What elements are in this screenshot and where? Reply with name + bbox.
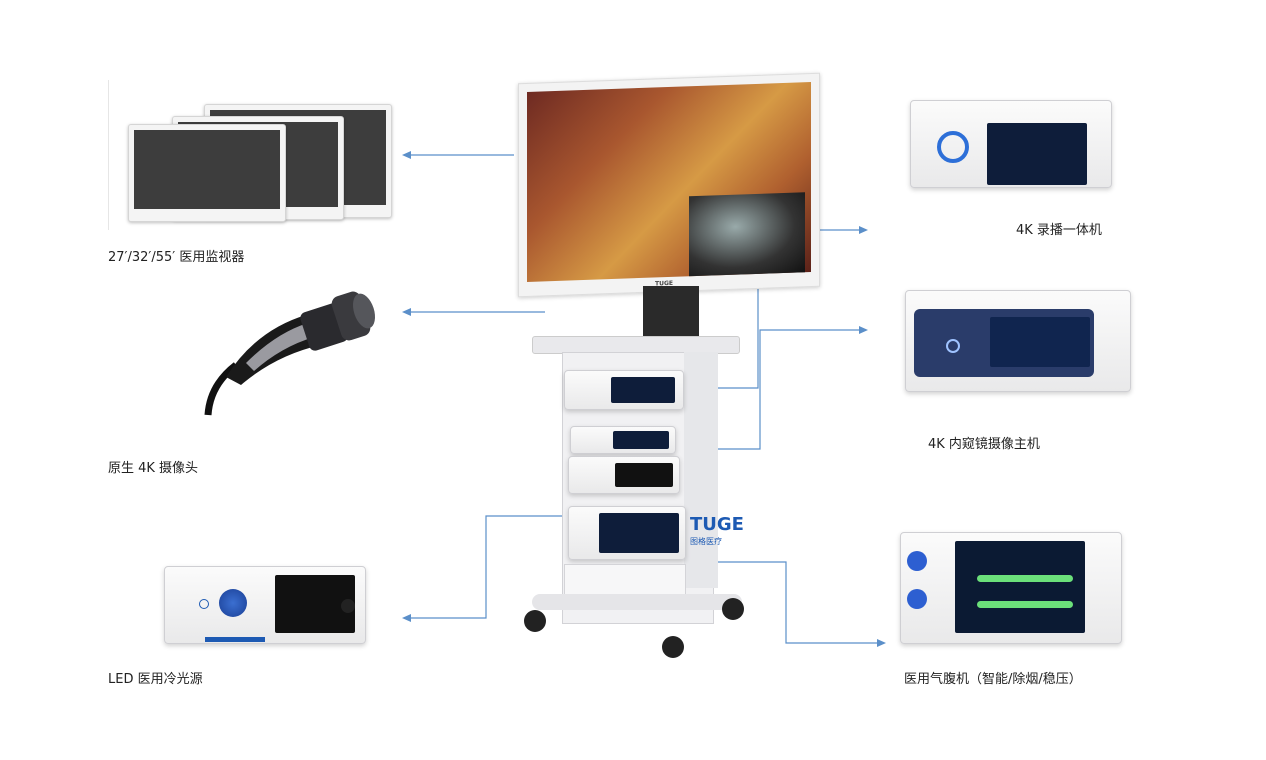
label-insufflator: 医用气腹机（智能/除烟/稳压） bbox=[904, 672, 1082, 687]
ultrasound-inset bbox=[689, 192, 805, 277]
label-camera-head: 原生 4K 摄像头 bbox=[108, 461, 199, 476]
cart-logo-cn: 图格医疗 bbox=[690, 537, 722, 546]
camera-head-image bbox=[204, 291, 376, 416]
monitor-small bbox=[128, 124, 286, 222]
circular-dial-icon bbox=[937, 131, 969, 163]
label-camera-host: 4K 内窥镜摄像主机 bbox=[928, 437, 1040, 452]
knob-icon bbox=[907, 589, 927, 609]
label-monitors: 27′/32′/55′ 医用监视器 bbox=[108, 250, 245, 265]
power-icon bbox=[199, 599, 209, 609]
wheel-2 bbox=[722, 598, 744, 620]
cart-logo: TUGE bbox=[690, 514, 744, 535]
wheel-1 bbox=[524, 610, 546, 632]
main-monitor: TUGE bbox=[518, 72, 820, 298]
knob-icon bbox=[219, 589, 247, 617]
label-light-source: LED 医用冷光源 bbox=[108, 672, 203, 687]
wheel-3 bbox=[662, 636, 684, 658]
insufflator-image bbox=[900, 532, 1122, 644]
light-source-image bbox=[164, 566, 366, 644]
knob-icon bbox=[907, 551, 927, 571]
label-recorder: 4K 录播一体机 bbox=[1016, 223, 1102, 238]
recorder-image bbox=[910, 100, 1112, 188]
camera-host-image bbox=[905, 290, 1131, 392]
tower-image: TUGE TUGE 图格医疗 bbox=[518, 72, 820, 664]
monitor-group bbox=[108, 80, 403, 232]
power-icon bbox=[946, 339, 960, 353]
